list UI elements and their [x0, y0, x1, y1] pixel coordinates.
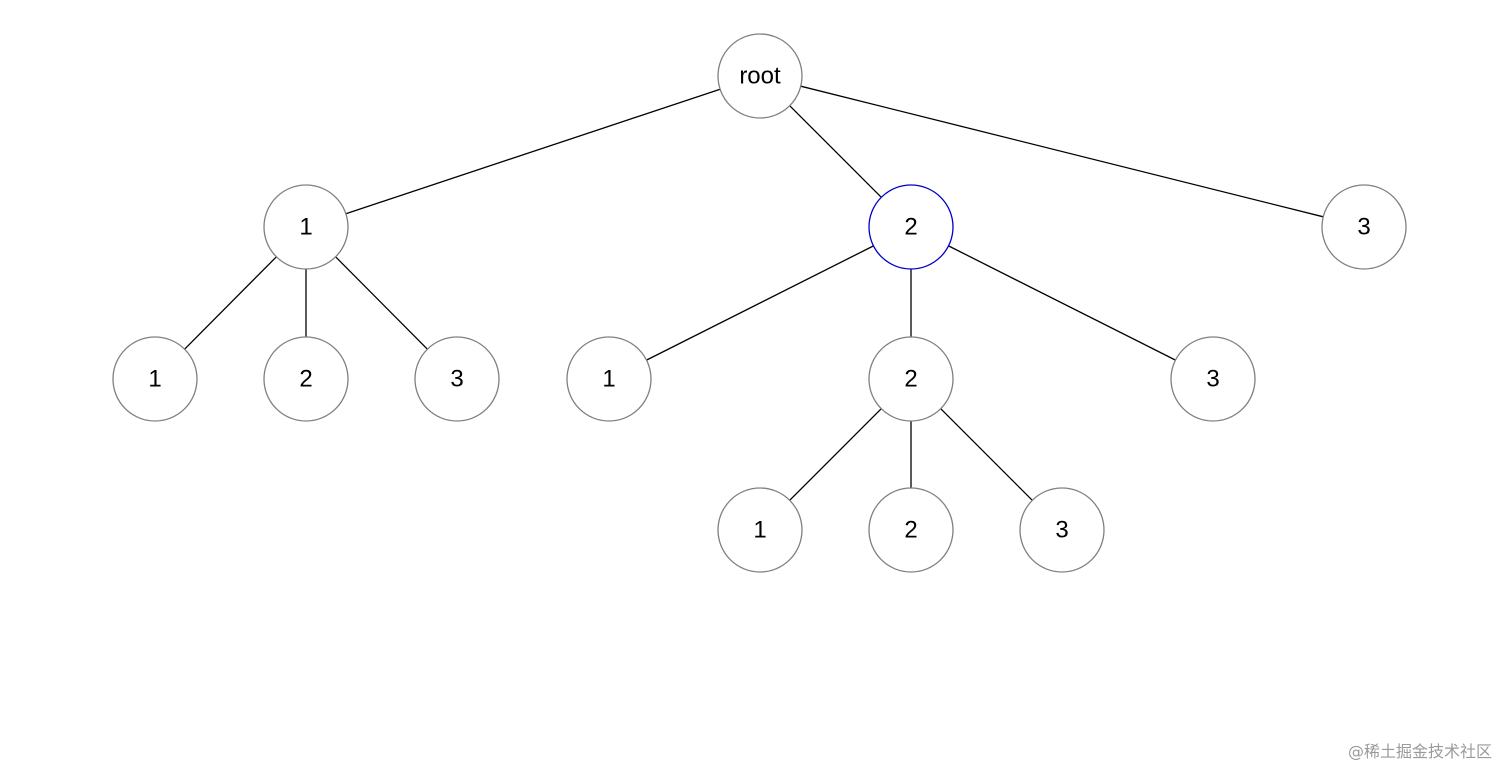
node-circle-n2-3 [1170, 336, 1256, 422]
tree-node-n1-1: 1 [112, 336, 198, 422]
node-label-n1-1: 1 [148, 366, 161, 393]
tree-node-n1: 1 [263, 184, 349, 270]
node-circle-n1-2 [263, 336, 349, 422]
tree-node-n2-2-2: 2 [868, 487, 954, 573]
edge-n1-to-n1-3 [335, 256, 428, 350]
node-circle-n2 [868, 184, 954, 270]
nodes-layer: root 1 2 3 1 2 3 1 2 3 1 2 3 [112, 33, 1407, 573]
tree-node-n2: 2 [868, 184, 954, 270]
node-label-n2-3: 3 [1206, 366, 1219, 393]
node-circle-n2-2-2 [868, 487, 954, 573]
node-circle-n2-2 [868, 336, 954, 422]
node-label-n1: 1 [299, 214, 312, 241]
edges-layer [184, 85, 1324, 501]
tree-node-n3: 3 [1321, 184, 1407, 270]
tree-node-n2-2: 2 [868, 336, 954, 422]
node-label-n2-2-1: 1 [753, 517, 766, 544]
node-circle-n1 [263, 184, 349, 270]
node-circle-n3 [1321, 184, 1407, 270]
node-label-n2-2-2: 2 [904, 517, 917, 544]
edge-root-to-n3 [800, 85, 1324, 218]
tree-node-n2-2-1: 1 [717, 487, 803, 573]
edge-n2-to-n2-1 [646, 245, 874, 361]
node-circle-n1-1 [112, 336, 198, 422]
node-circle-root [717, 33, 803, 119]
tree-node-n2-3: 3 [1170, 336, 1256, 422]
edge-n2-2-to-n2-2-3 [940, 408, 1033, 501]
edge-root-to-n2 [789, 105, 882, 198]
node-label-n2-2: 2 [904, 366, 917, 393]
watermark: @稀土掘金技术社区 [1347, 742, 1492, 761]
edge-n2-to-n2-3 [948, 245, 1176, 361]
tree-node-n1-3: 3 [414, 336, 500, 422]
node-label-root: root [739, 63, 781, 90]
tree-node-root: root [717, 33, 803, 119]
node-circle-n2-2-3 [1019, 487, 1105, 573]
node-label-n2: 2 [904, 214, 917, 241]
node-label-n2-2-3: 3 [1055, 517, 1068, 544]
node-label-n1-2: 2 [299, 366, 312, 393]
edge-n2-2-to-n2-2-1 [789, 408, 882, 501]
tree-node-n2-2-3: 3 [1019, 487, 1105, 573]
edge-n1-to-n1-1 [184, 256, 277, 350]
node-circle-n2-1 [566, 336, 652, 422]
node-circle-n2-2-1 [717, 487, 803, 573]
edge-root-to-n1 [345, 88, 721, 215]
tree-node-n1-2: 2 [263, 336, 349, 422]
node-label-n2-1: 1 [602, 366, 615, 393]
node-label-n1-3: 3 [450, 366, 463, 393]
tree-node-n2-1: 1 [566, 336, 652, 422]
node-label-n3: 3 [1357, 214, 1370, 241]
node-circle-n1-3 [414, 336, 500, 422]
